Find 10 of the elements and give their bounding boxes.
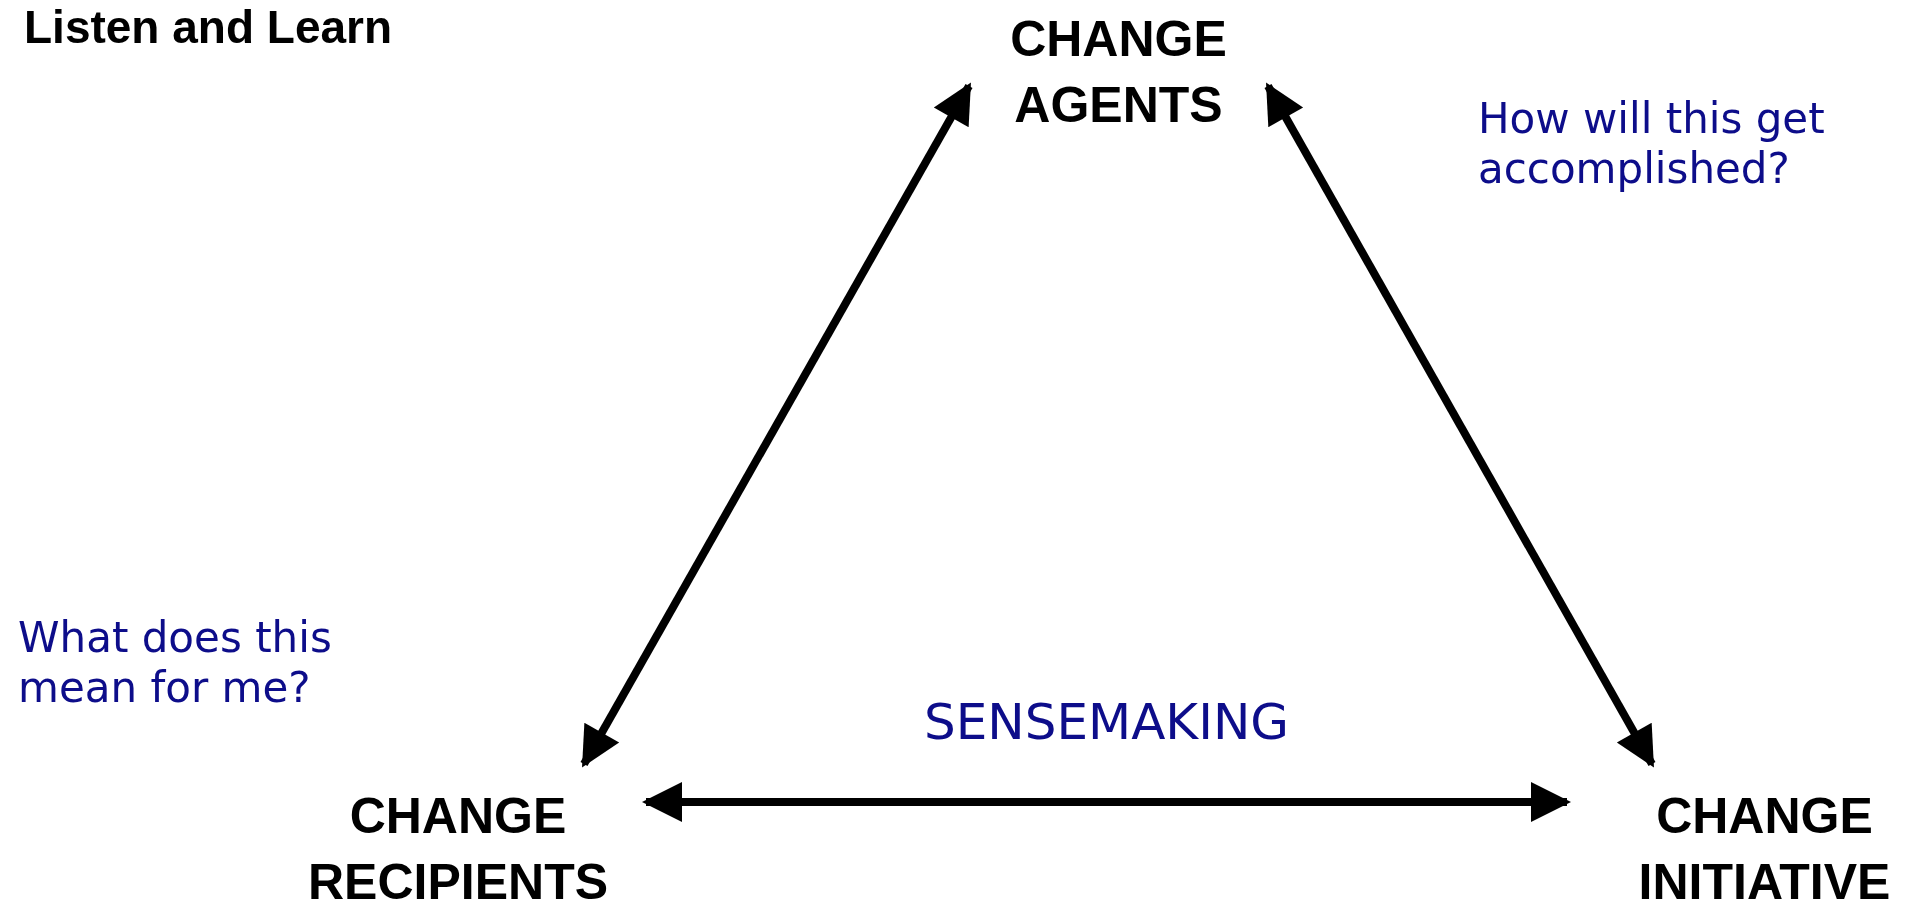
slide-title: Listen and Learn — [24, 0, 393, 54]
double-arrow — [1264, 82, 1656, 768]
question-text: What does this mean for me? — [18, 613, 333, 714]
node-label: CHANGE RECIPIENTS — [306, 787, 610, 912]
double-arrow — [580, 82, 973, 768]
node-label: CHANGE AGENTS — [1009, 10, 1228, 135]
question-text: How will this get accomplished? — [1478, 94, 1826, 195]
double-arrow — [642, 782, 1571, 822]
node-label: CHANGE INITIATIVE — [1637, 787, 1892, 912]
edge-label: SENSEMAKING — [922, 692, 1291, 752]
